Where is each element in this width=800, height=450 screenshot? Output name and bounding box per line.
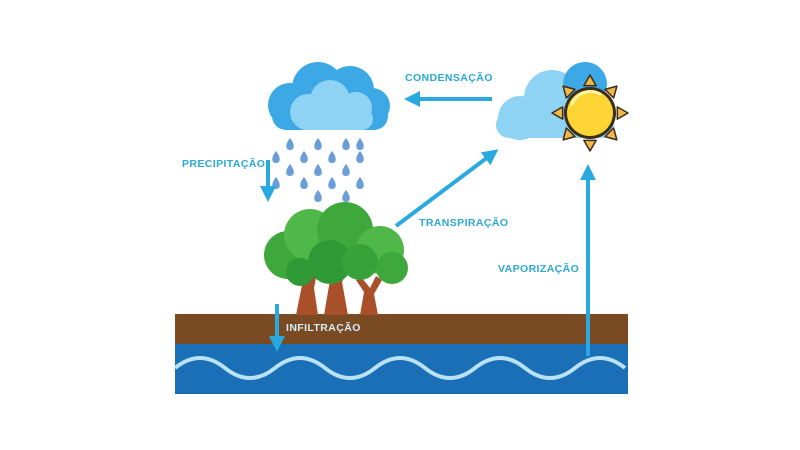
sun-ray xyxy=(583,74,597,87)
water-body xyxy=(173,344,628,394)
label-precipitacao: PRECIPITAÇÃO xyxy=(182,158,266,170)
raindrop-icon xyxy=(342,190,350,202)
raindrop-icon xyxy=(314,190,322,202)
raindrop-icon xyxy=(356,138,364,150)
sun-rays xyxy=(551,74,629,152)
raindrop-icon xyxy=(314,164,322,176)
soil-layer xyxy=(175,314,628,344)
raindrop-icon xyxy=(300,151,308,163)
raindrop-icon xyxy=(272,151,280,163)
label-condensacao: CONDENSAÇÃO xyxy=(405,72,493,84)
label-transpiracao: TRANSPIRAÇÃO xyxy=(419,217,509,229)
arrows xyxy=(260,91,596,356)
raindrop-icon xyxy=(328,177,336,189)
sun-ray xyxy=(604,85,618,99)
sun-ray xyxy=(604,127,618,141)
raindrops xyxy=(272,138,364,202)
tree-icon xyxy=(264,202,408,315)
raindrop-icon xyxy=(286,164,294,176)
sun-ray xyxy=(583,139,597,152)
rain-cloud-icon xyxy=(268,62,390,130)
label-infiltracao: INFILTRAÇÃO xyxy=(286,322,361,334)
sun-ray xyxy=(616,106,629,120)
raindrop-icon xyxy=(356,177,364,189)
raindrop-icon xyxy=(356,151,364,163)
raindrop-icon xyxy=(314,138,322,150)
raindrop-icon xyxy=(286,138,294,150)
raindrop-icon xyxy=(342,138,350,150)
sun-ray xyxy=(551,106,564,120)
sun-icon xyxy=(551,74,629,152)
raindrop-icon xyxy=(328,151,336,163)
sun-ray xyxy=(562,127,576,141)
raindrop-icon xyxy=(272,177,280,189)
raindrop-icon xyxy=(342,164,350,176)
arrow-transpiracao xyxy=(394,149,499,228)
sun-ray xyxy=(562,85,576,99)
label-vaporizacao: VAPORIZAÇÃO xyxy=(498,263,580,275)
water-wave xyxy=(173,356,627,380)
raindrop-icon xyxy=(300,177,308,189)
